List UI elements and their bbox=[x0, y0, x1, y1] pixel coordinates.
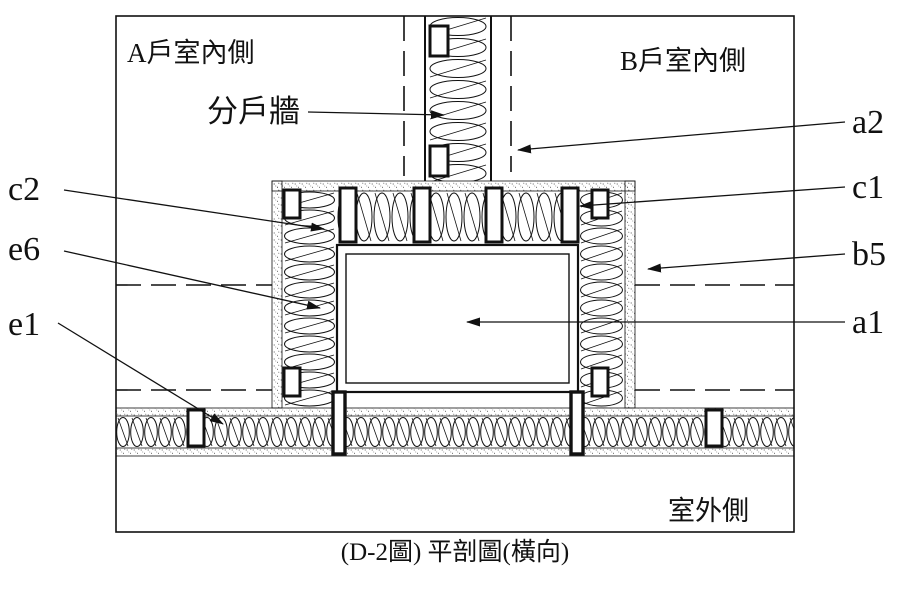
callout-c2: c2 bbox=[8, 171, 325, 232]
callout-a1: a1 bbox=[466, 304, 884, 341]
leader-line bbox=[57, 322, 224, 425]
callout-c1: c1 bbox=[579, 169, 884, 210]
assembly-board-right bbox=[624, 180, 636, 409]
exterior-wall-insulation bbox=[116, 416, 794, 448]
cavity-box-inner bbox=[345, 253, 570, 384]
region-labels: A戶室內側 B戶室內側 分戶牆 室外側 bbox=[127, 38, 749, 526]
steel-stud bbox=[704, 408, 724, 448]
centerlines bbox=[116, 284, 794, 391]
assembly-board-left bbox=[271, 180, 283, 409]
cavity-box-outer bbox=[335, 243, 580, 394]
callout-label: a1 bbox=[852, 304, 884, 341]
party-wall-label: 分戶牆 bbox=[207, 94, 300, 129]
steel-stud bbox=[569, 390, 585, 456]
steel-stud bbox=[282, 188, 302, 220]
top-band-insulation bbox=[337, 191, 578, 243]
callout-label: c2 bbox=[8, 171, 40, 208]
figure-caption: (D-2圖) 平剖圖(橫向) bbox=[341, 538, 569, 566]
leader-line bbox=[579, 186, 846, 210]
callout-party-wall bbox=[307, 110, 445, 120]
leader-line bbox=[63, 189, 325, 232]
callout-b5: b5 bbox=[647, 236, 886, 273]
exterior-side-label: 室外側 bbox=[668, 496, 749, 526]
leader-line bbox=[647, 253, 846, 273]
callout-a2: a2 bbox=[517, 104, 884, 154]
party-wall-assembly bbox=[403, 16, 512, 181]
steel-stud bbox=[428, 144, 450, 178]
exterior-wall-board-top bbox=[115, 407, 795, 417]
steel-stud bbox=[186, 408, 206, 448]
callout-label: e1 bbox=[8, 306, 40, 343]
unit-b-interior-label: B戶室內側 bbox=[620, 46, 746, 76]
leader-line bbox=[307, 110, 445, 120]
callout-e1: e1 bbox=[8, 306, 224, 425]
unit-a-interior-label: A戶室內側 bbox=[127, 38, 255, 68]
exterior-wall bbox=[115, 407, 795, 457]
callout-label: a2 bbox=[852, 104, 884, 141]
steel-stud bbox=[484, 186, 504, 244]
callout-label: e6 bbox=[8, 231, 40, 268]
steel-stud bbox=[590, 366, 610, 398]
exterior-wall-board-bottom bbox=[115, 447, 795, 457]
steel-stud bbox=[331, 390, 347, 456]
callout-label: c1 bbox=[852, 169, 884, 206]
callout-e6: e6 bbox=[8, 231, 321, 310]
steel-stud bbox=[428, 24, 450, 58]
callouts: a2 c1 b5 a1 c2 e6 e1 bbox=[8, 104, 886, 425]
callout-label: b5 bbox=[852, 236, 886, 273]
leader-line bbox=[517, 121, 846, 154]
steel-stud bbox=[560, 186, 580, 244]
steel-stud bbox=[412, 186, 432, 244]
leader-line bbox=[63, 250, 321, 310]
steel-stud bbox=[282, 366, 302, 398]
assembly-board-top bbox=[271, 180, 636, 192]
steel-stud bbox=[338, 186, 358, 244]
